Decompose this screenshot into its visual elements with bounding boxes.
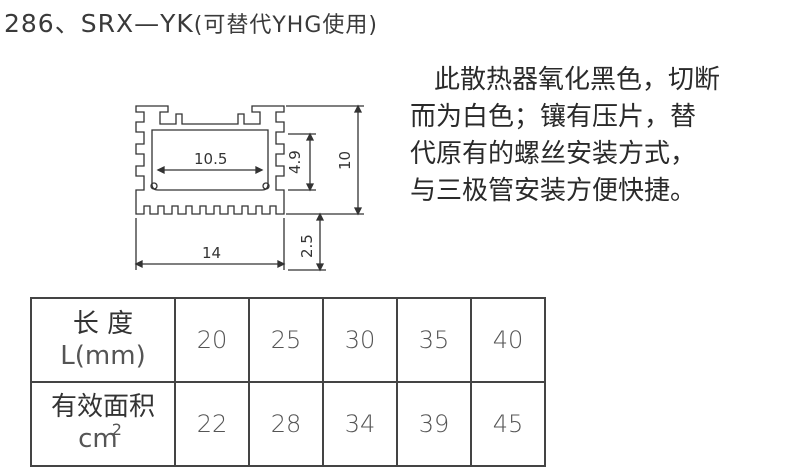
product-description: 此散热器氧化黑色，切断 而为白色；镶有压片，替 代原有的螺丝安装方式， 与三极管… [410, 62, 780, 210]
length-value: 35 [396, 297, 472, 383]
area-value: 28 [248, 381, 324, 467]
product-code: 286、SRX—YK [4, 9, 194, 38]
length-value: 25 [248, 297, 324, 383]
dim-inner-width: 10.5 [194, 150, 227, 168]
dim-inner-height: 4.9 [286, 150, 304, 174]
spec-table: 长 度 L(mm) 20 25 30 35 40 有效面积 cm2 22 28 … [30, 297, 546, 467]
area-header-unit: cm [78, 423, 118, 454]
dim-base-height: 2.5 [298, 234, 316, 258]
area-header-label: 有效面积 [50, 391, 155, 422]
description-line: 与三极管安装方便快捷。 [410, 176, 697, 206]
area-unit-superscript: 2 [111, 419, 122, 439]
length-value: 30 [322, 297, 398, 383]
length-header-label: 长 度 [72, 309, 134, 339]
area-value: 45 [470, 381, 546, 467]
table-row: 长 度 L(mm) 20 25 30 35 40 [30, 297, 546, 383]
area-header: 有效面积 cm2 [30, 381, 176, 467]
product-title: 286、SRX—YK(可替代YHG使用) [4, 4, 378, 40]
length-header: 长 度 L(mm) [30, 297, 176, 383]
area-value: 22 [174, 381, 250, 467]
length-header-unit: L(mm) [60, 341, 146, 371]
dim-total-height: 10 [336, 151, 354, 170]
length-value: 20 [174, 297, 250, 383]
length-value: 40 [470, 297, 546, 383]
heatsink-drawing: 10.5 4.9 10 14 2.5 [134, 104, 364, 272]
product-note: (可替代YHG使用) [193, 13, 378, 38]
area-value: 39 [396, 381, 472, 467]
area-value: 34 [322, 381, 398, 467]
table-row: 有效面积 cm2 22 28 34 39 45 [30, 381, 546, 467]
description-line: 代原有的螺丝安装方式， [410, 139, 697, 169]
description-line: 而为白色；镶有压片，替 [410, 102, 697, 132]
heatsink-profile [135, 105, 285, 215]
inner-channel [151, 129, 269, 191]
dim-base-width: 14 [202, 244, 221, 262]
description-line: 此散热器氧化黑色，切断 [434, 65, 721, 95]
